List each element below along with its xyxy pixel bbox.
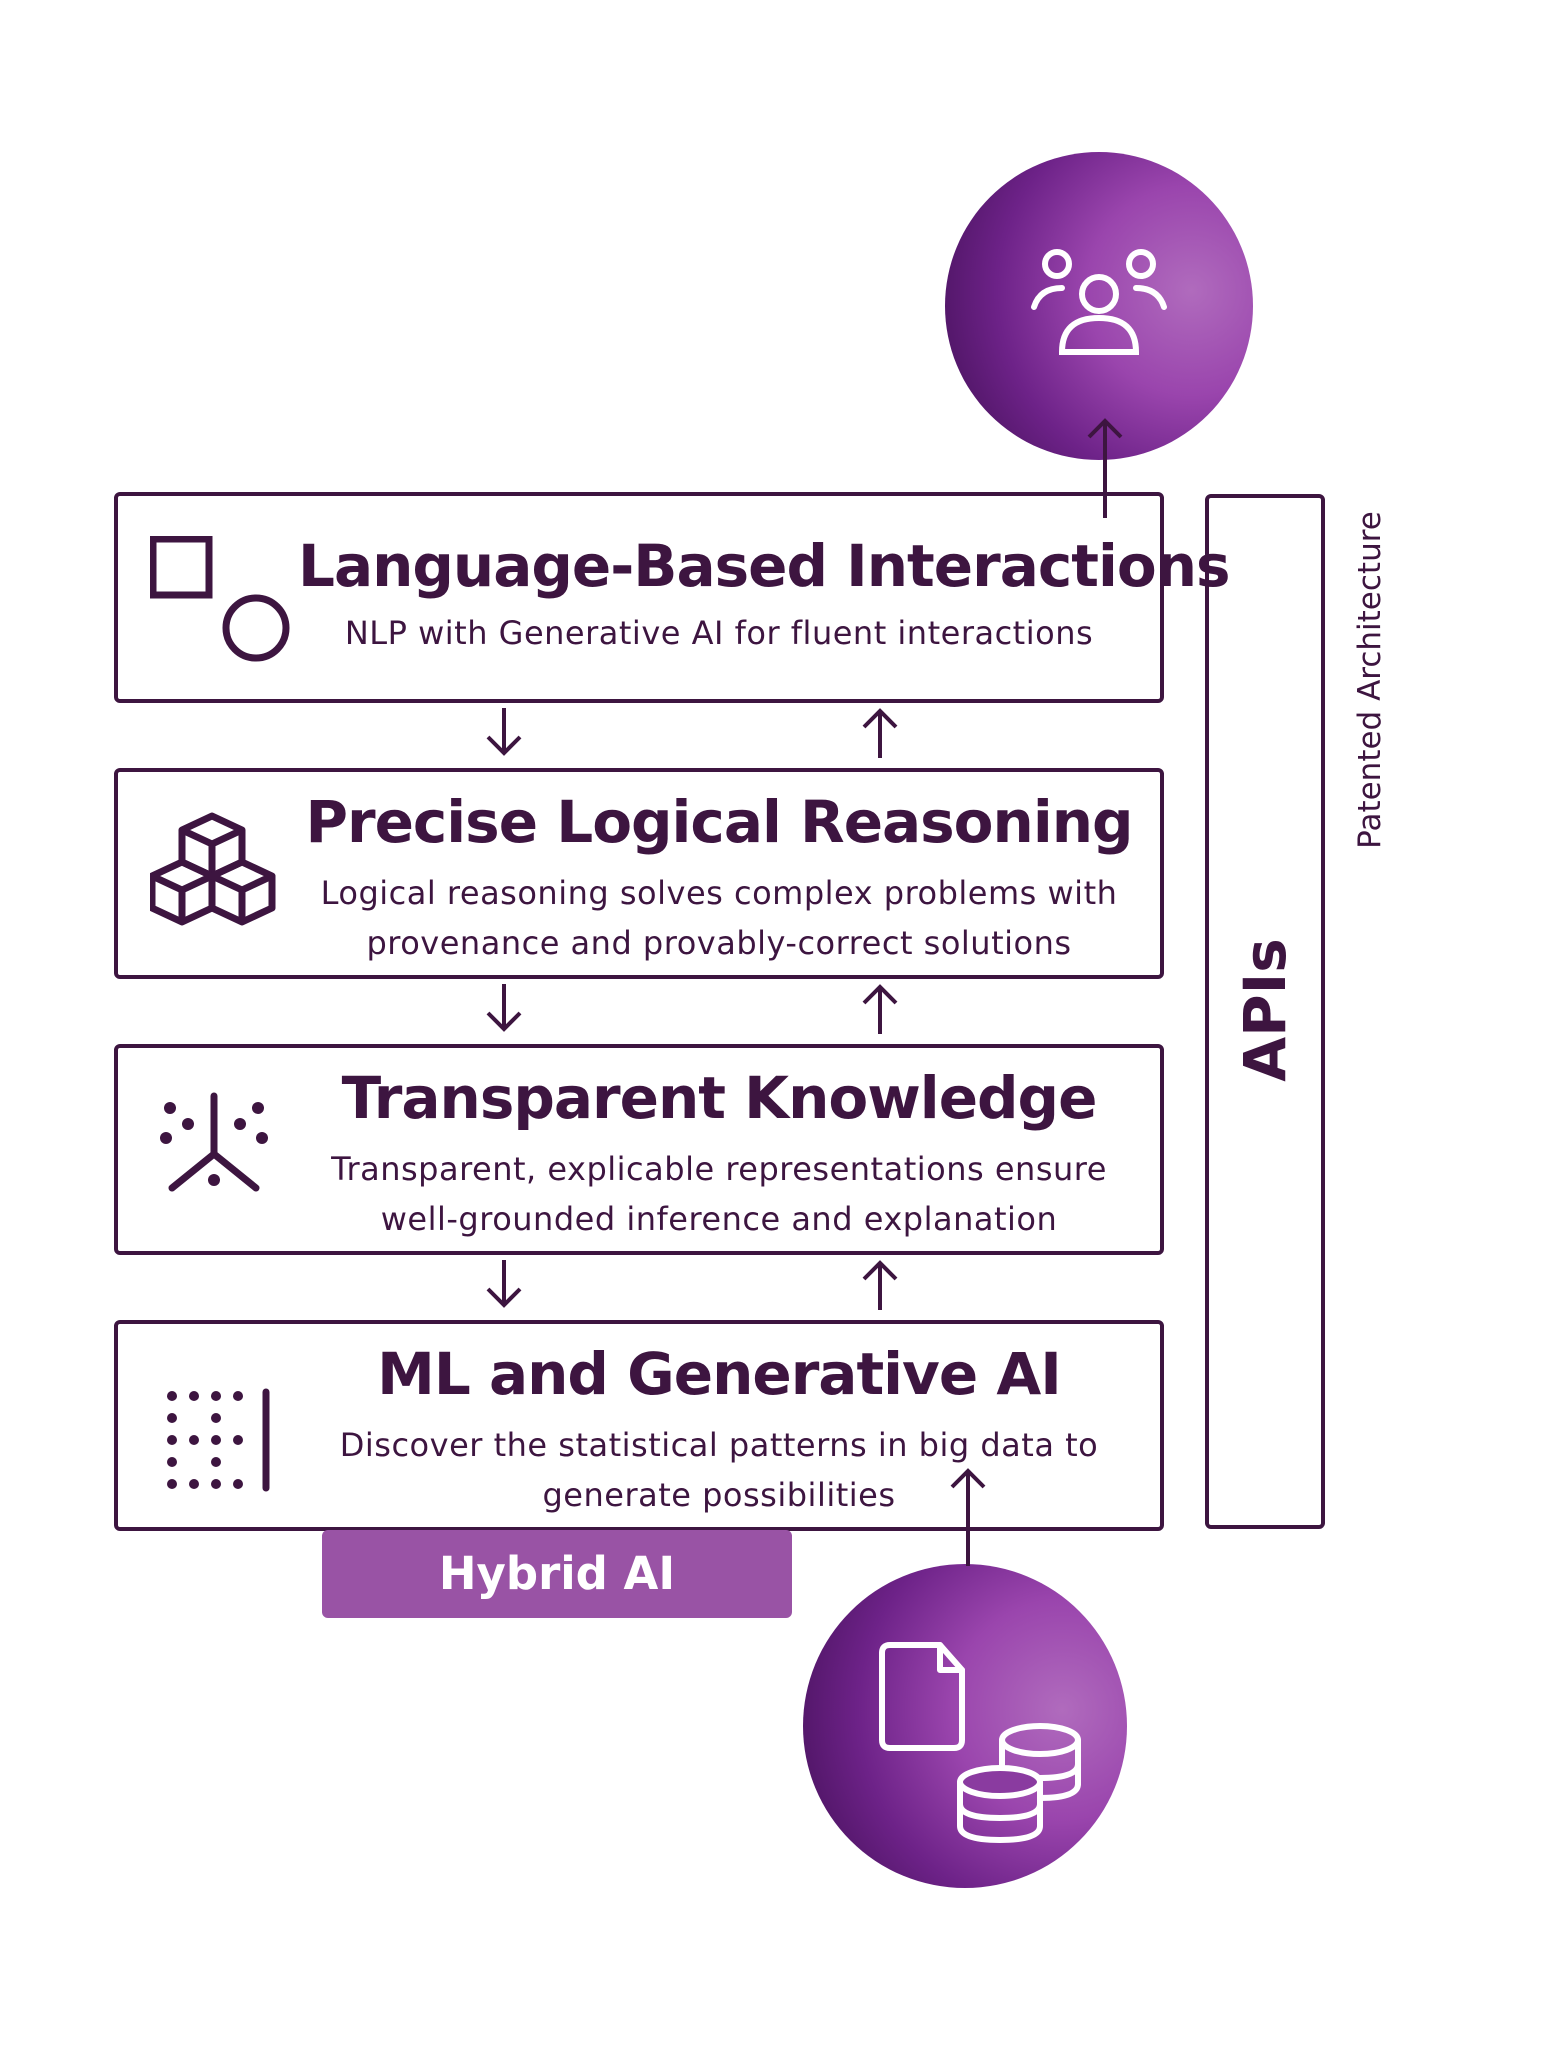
up-arrow [862, 1260, 898, 1310]
layer-description: Discover the statistical patterns in big… [298, 1420, 1140, 1520]
dot-grid-icon [167, 1388, 270, 1492]
layer-description-line: Transparent, explicable representations … [331, 1150, 1107, 1188]
layer-language-interactions: Language-Based Interactions NLP with Gen… [114, 492, 1231, 703]
layer-ml-generative-ai: ML and Generative AI Discover the statis… [114, 1320, 1164, 1531]
layer-transparent-knowledge: Transparent Knowledge Transparent, expli… [114, 1044, 1164, 1255]
layer-description: NLP with Generative AI for fluent intera… [298, 608, 1140, 658]
layer-title: Transparent Knowledge [341, 1064, 1098, 1132]
shapes-icon [150, 536, 290, 662]
layer-description: Transparent, explicable representations … [298, 1144, 1140, 1244]
layer-logical-reasoning: Precise Logical Reasoning Logical reason… [114, 768, 1164, 979]
layer-description-line: provenance and provably-correct solution… [366, 924, 1072, 962]
layer-title: Language-Based Interactions [298, 532, 1231, 600]
document-database-icon [879, 1642, 1081, 1843]
layer-description: Logical reasoning solves complex problem… [298, 868, 1140, 968]
layer-title: ML and Generative AI [377, 1340, 1062, 1408]
down-arrow [486, 984, 522, 1032]
layer-title: Precise Logical Reasoning [305, 788, 1133, 856]
up-arrow [862, 984, 898, 1034]
users-circle [945, 152, 1253, 460]
up-arrow-from-data [950, 1468, 986, 1566]
up-arrow-to-users [1087, 418, 1123, 518]
layer-description-line: NLP with Generative AI for fluent intera… [344, 614, 1094, 652]
platform-label: Hybrid AI Platform [322, 1530, 792, 1688]
down-arrow [486, 1260, 522, 1308]
layer-description-line: Logical reasoning solves complex problem… [320, 874, 1118, 912]
layer-description-line: Discover the statistical patterns in big… [339, 1426, 1099, 1464]
apis-bar [1205, 494, 1325, 1529]
layer-description-line: generate possibilities [542, 1476, 896, 1514]
down-arrow [486, 708, 522, 756]
users-icon [1031, 249, 1167, 355]
knowledge-graph-icon [160, 1092, 268, 1192]
cubes-icon [150, 812, 276, 926]
layer-description-line: well-grounded inference and explanation [380, 1200, 1058, 1238]
up-arrow [862, 708, 898, 758]
